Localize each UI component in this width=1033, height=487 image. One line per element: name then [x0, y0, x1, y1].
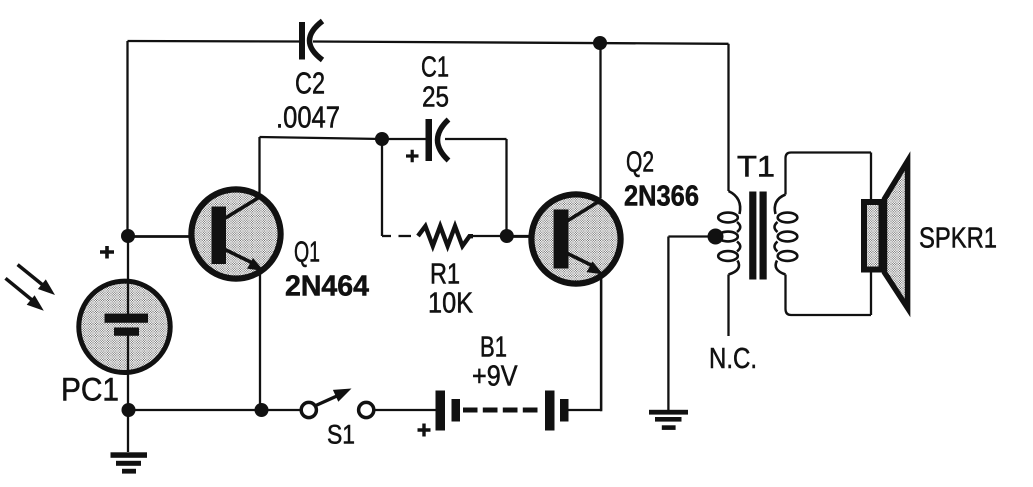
- svg-text:25: 25: [422, 82, 449, 114]
- svg-text:B1: B1: [480, 332, 507, 364]
- svg-text:+9V: +9V: [472, 361, 518, 393]
- svg-text:S1: S1: [327, 420, 355, 450]
- svg-text:PC1: PC1: [61, 372, 119, 408]
- svg-text:Q2: Q2: [626, 147, 654, 179]
- svg-text:N.C.: N.C.: [709, 343, 757, 375]
- svg-text:2N464: 2N464: [285, 271, 369, 303]
- svg-text:Q1: Q1: [294, 237, 320, 269]
- svg-text:2N366: 2N366: [624, 181, 699, 213]
- svg-text:SPKR1: SPKR1: [919, 223, 997, 255]
- svg-text:T1: T1: [737, 151, 775, 184]
- svg-text:10K: 10K: [428, 288, 474, 320]
- svg-text:.0047: .0047: [276, 100, 340, 135]
- svg-text:C1: C1: [421, 52, 449, 84]
- svg-text:C2: C2: [295, 66, 325, 101]
- svg-text:R1: R1: [430, 259, 460, 291]
